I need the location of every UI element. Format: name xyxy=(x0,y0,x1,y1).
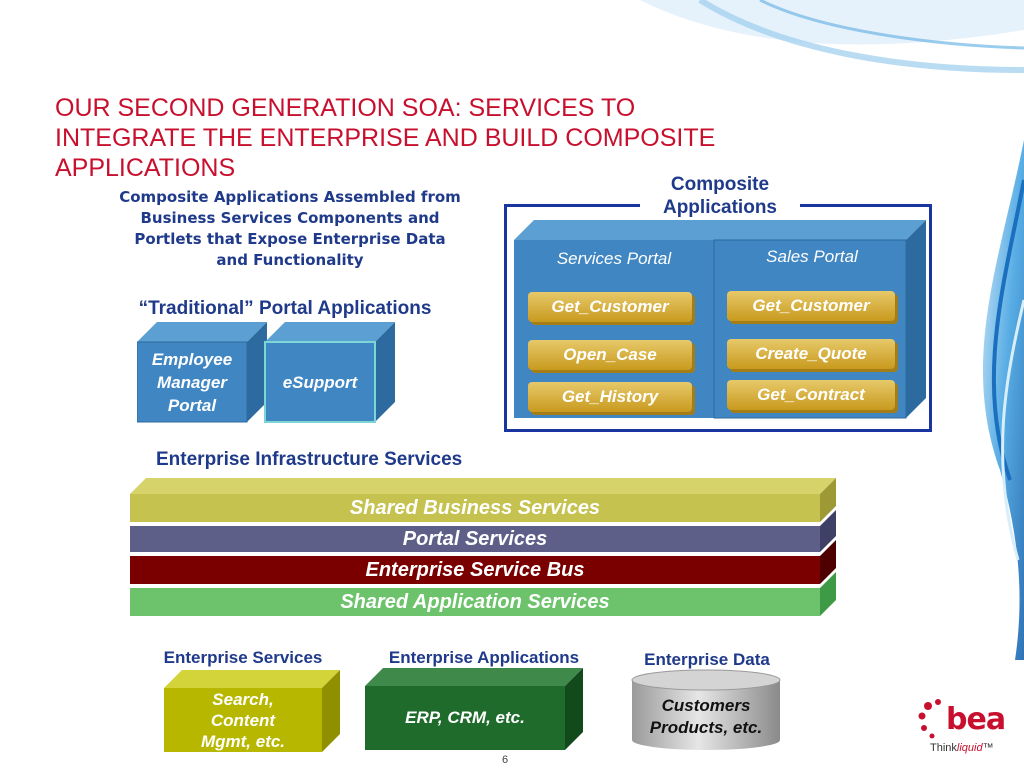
page-title: OUR SECOND GENERATION SOA: SERVICES TO I… xyxy=(55,93,855,183)
enterprise-services-label: Search, Content Mgmt, etc. xyxy=(200,690,286,751)
subtitle-line: Portlets that Expose Enterprise Data xyxy=(134,230,446,248)
enterprise-data-cylinder-body xyxy=(632,680,780,750)
sales-get-customer-pill: Get_Customer xyxy=(727,291,895,321)
employee-portal-box-side xyxy=(247,322,267,422)
subtitle-line: and Functionality xyxy=(216,251,364,269)
enterprise-applications-label: ERP, CRM, etc. xyxy=(405,708,525,727)
infrastructure-layers xyxy=(130,478,836,616)
enterprise-services-heading: Enterprise Services xyxy=(163,648,323,667)
sales-create-quote-pill: Create_Quote xyxy=(727,339,895,369)
title-line: INTEGRATE THE ENTERPRISE AND BUILD COMPO… xyxy=(55,124,716,152)
enterprise-data-heading: Enterprise Data xyxy=(644,650,770,669)
bea-logo-tagline: Thinkliquid™ xyxy=(930,742,994,754)
shared-business-layer-front xyxy=(130,494,820,522)
services-portal-top xyxy=(514,220,734,240)
enterprise-applications-box-top xyxy=(365,668,583,686)
traditional-portal-heading: “Traditional” Portal Applications xyxy=(138,298,432,319)
sales-portal-title: Sales Portal xyxy=(766,247,858,266)
bea-logo-word: bea xyxy=(946,702,1006,737)
esb-layer-side xyxy=(820,540,836,584)
sales-get-contract-pill: Get_Contract xyxy=(727,380,895,410)
shared-business-services-label: Shared Business Services xyxy=(349,496,601,519)
portal-services-label: Portal Services xyxy=(402,527,548,550)
enterprise-applications-heading: Enterprise Applications xyxy=(388,648,580,667)
title-line: OUR SECOND GENERATION SOA: SERVICES TO xyxy=(55,94,636,122)
enterprise-data-label: Customers Products, etc. xyxy=(649,696,763,737)
composite-applications-heading: Composite Applications xyxy=(640,173,800,219)
sales-portal-top xyxy=(714,220,926,240)
infrastructure-heading: Enterprise Infrastructure Services xyxy=(156,449,463,470)
employee-portal-box-front xyxy=(137,341,248,423)
shared-business-layer-top xyxy=(130,478,836,494)
esupport-box-side xyxy=(375,322,395,422)
services-get-customer-pill: Get_Customer xyxy=(528,292,692,322)
page-number: 6 xyxy=(501,754,509,766)
esupport-label: eSupport xyxy=(282,373,358,392)
employee-portal-label: Employee Manager Portal xyxy=(151,350,233,415)
enterprise-services-box xyxy=(164,670,340,752)
enterprise-services-box-side xyxy=(322,670,340,752)
traditional-portal-boxes xyxy=(137,322,395,423)
shared-business-layer-side xyxy=(820,478,836,522)
enterprise-applications-box-side xyxy=(565,668,583,750)
title-line: APPLICATIONS xyxy=(55,154,236,182)
portal-services-layer-front xyxy=(130,526,820,552)
esb-layer-front xyxy=(130,556,820,584)
enterprise-services-box-top xyxy=(164,670,340,688)
enterprise-applications-box-front xyxy=(365,686,565,750)
enterprise-applications-box xyxy=(365,668,583,750)
enterprise-service-bus-label: Enterprise Service Bus xyxy=(365,558,585,581)
shared-app-layer-front xyxy=(130,588,820,616)
services-get-history-pill: Get_History xyxy=(528,382,692,412)
enterprise-data-cylinder xyxy=(631,669,781,750)
sales-portal-side xyxy=(906,220,926,418)
portal-services-layer-side xyxy=(820,510,836,552)
enterprise-data-cylinder-top xyxy=(631,669,781,691)
esupport-box-front xyxy=(264,341,376,423)
shared-app-layer-side xyxy=(820,572,836,616)
subtitle-line: Composite Applications Assembled from xyxy=(119,188,461,206)
services-portal-title: Services Portal xyxy=(556,249,672,268)
services-open-case-pill: Open_Case xyxy=(528,340,692,370)
esupport-box-top xyxy=(265,322,395,342)
enterprise-services-box-front xyxy=(164,688,322,752)
employee-portal-box-top xyxy=(137,322,267,342)
subtitle-line: Business Services Components and xyxy=(140,209,440,227)
bea-logo-dots-icon xyxy=(918,699,941,739)
shared-application-services-label: Shared Application Services xyxy=(340,590,610,613)
subtitle: Composite Applications Assembled from Bu… xyxy=(92,187,488,271)
